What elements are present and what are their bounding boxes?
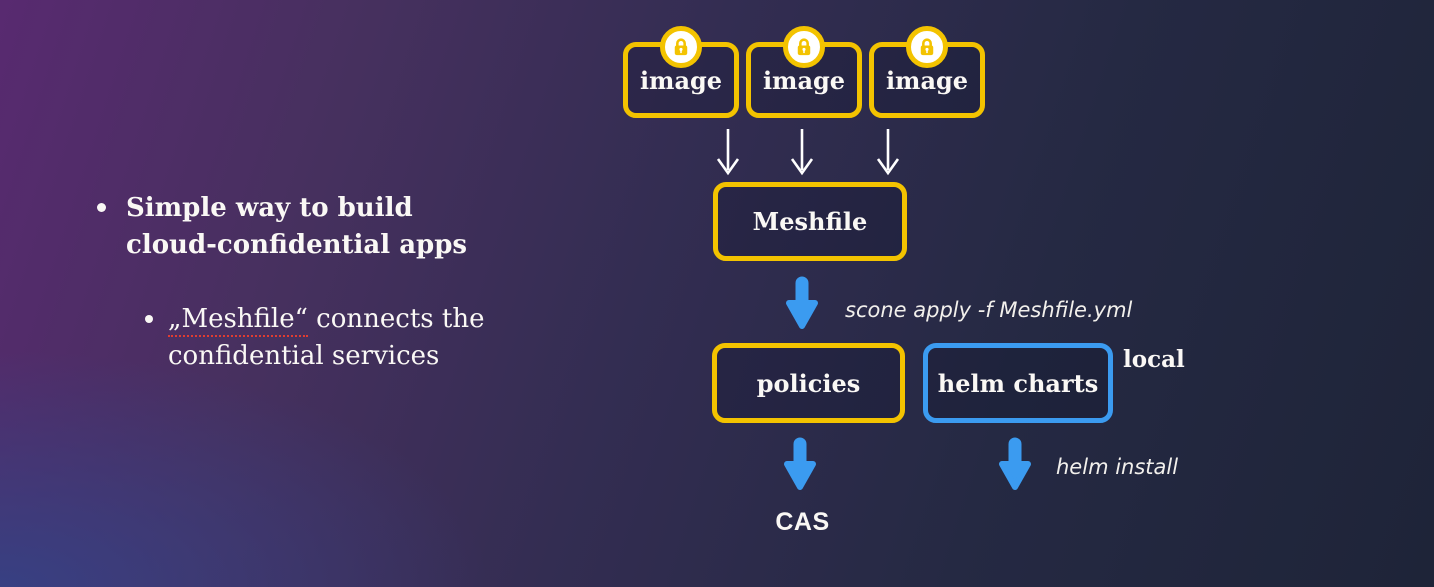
lock-icon	[920, 38, 934, 56]
helm-install-annotation: helm install	[1056, 455, 1179, 479]
bullet-main-line2: cloud-confidential apps	[126, 230, 468, 260]
blue-down-arrow-icon	[999, 437, 1031, 490]
bullet-marker-sub	[145, 315, 153, 323]
policies-box-label: policies	[756, 368, 861, 398]
image-box-label: image	[639, 65, 723, 95]
lock-badge	[660, 26, 702, 68]
down-arrow-icon	[876, 129, 900, 176]
bullet-sub-line2: confidential services	[168, 341, 440, 371]
cas-label: CAS	[775, 508, 830, 536]
helm-charts-box-label: helm charts	[937, 368, 1099, 398]
blue-down-arrow-icon	[786, 276, 818, 329]
blue-down-arrow-icon	[784, 437, 816, 490]
lock-icon	[674, 38, 688, 56]
image-box-label: image	[762, 65, 846, 95]
bullet-main-line1: Simple way to build	[126, 193, 413, 223]
local-tag: local	[1123, 346, 1185, 373]
scone-apply-annotation: scone apply -f Meshfile.yml	[845, 298, 1133, 322]
image-box-3: image	[869, 26, 985, 118]
lock-icon	[797, 38, 811, 56]
image-box-2: image	[746, 26, 862, 118]
bullet-main: Simple way to build cloud-confidential a…	[126, 190, 467, 264]
bullet-sub: „Meshfile“ connects the confidential ser…	[168, 301, 484, 375]
bullet-marker-main	[97, 203, 106, 212]
helm-charts-box: helm charts	[923, 343, 1113, 423]
policies-box: policies	[712, 343, 905, 423]
meshfile-box-label: Meshfile	[752, 207, 868, 236]
lock-badge	[783, 26, 825, 68]
image-box-1: image	[623, 26, 739, 118]
down-arrow-icon	[716, 129, 740, 176]
meshfile-quoted-term: „Meshfile“	[168, 304, 308, 337]
image-box-label: image	[885, 65, 969, 95]
lock-badge	[906, 26, 948, 68]
bullet-sub-line1-rest: connects the	[307, 304, 485, 334]
down-arrow-icon	[790, 129, 814, 176]
meshfile-box: Meshfile	[713, 182, 907, 261]
